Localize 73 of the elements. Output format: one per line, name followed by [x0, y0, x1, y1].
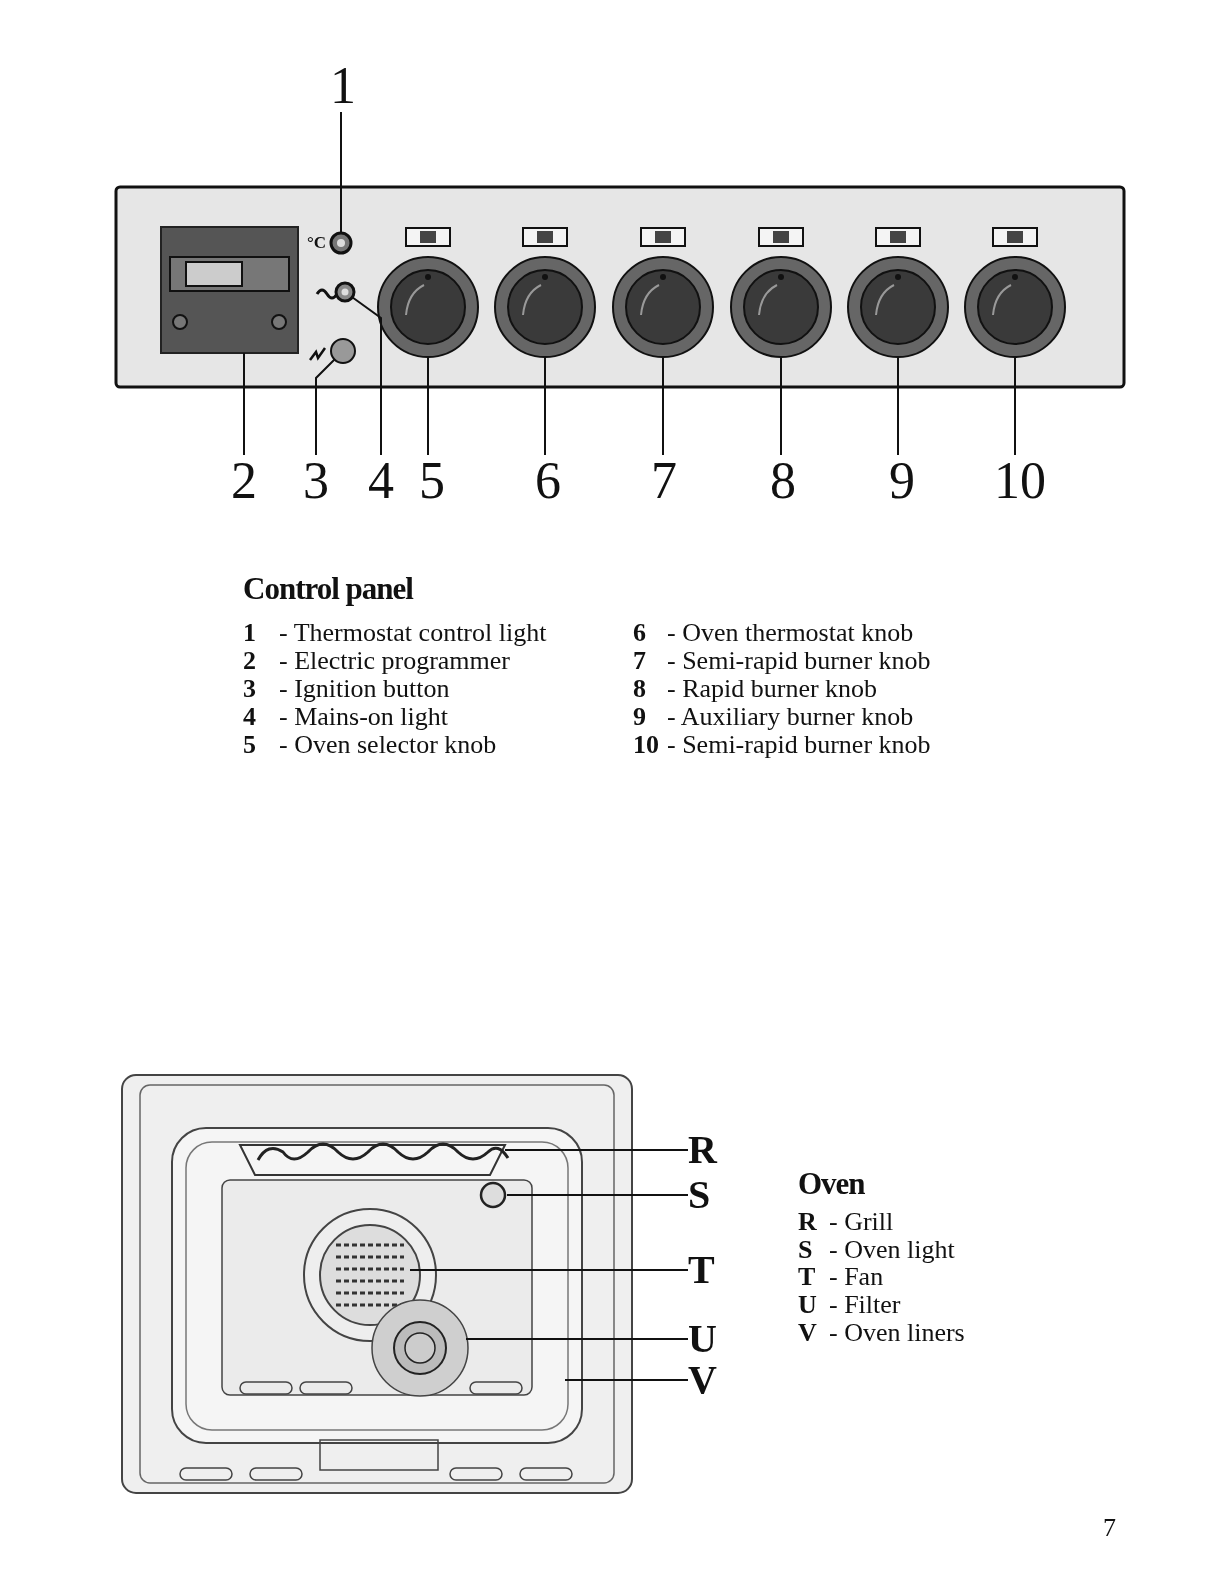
item-description: - Auxiliary burner knob	[667, 704, 914, 730]
section-heading: Oven	[798, 1168, 865, 1199]
item-letter: V	[798, 1320, 817, 1346]
section-heading: Control panel	[243, 573, 413, 604]
callout-number: U	[688, 1319, 717, 1359]
item-letter: S	[798, 1237, 813, 1263]
leader-line	[1014, 356, 1016, 456]
item-letter: T	[798, 1264, 816, 1290]
callout-number: 10	[994, 455, 1046, 507]
leader-line	[315, 358, 336, 456]
page-number: 7	[1103, 1515, 1116, 1541]
leader-line	[544, 356, 546, 456]
leader-line	[465, 1338, 689, 1340]
leader-line	[564, 1379, 689, 1381]
control-knob	[612, 256, 714, 358]
item-description: - Filter	[829, 1292, 901, 1318]
leader-line	[504, 1149, 689, 1151]
control-knob	[730, 256, 832, 358]
callout-number: 4	[368, 455, 394, 507]
item-description: - Oven light	[829, 1237, 955, 1263]
control-knob	[847, 256, 949, 358]
item-number: 9	[633, 704, 646, 730]
item-description: - Electric programmer	[279, 648, 510, 674]
leader-line	[427, 356, 429, 456]
leader-line	[243, 352, 245, 456]
item-number: 7	[633, 648, 646, 674]
leader-line	[506, 1194, 689, 1196]
unit-symbol: °C	[307, 234, 327, 251]
item-number: 2	[243, 648, 256, 674]
item-description: - Rapid burner knob	[667, 676, 878, 702]
item-description: - Semi-rapid burner knob	[667, 732, 931, 758]
item-description: - Thermostat control light	[279, 620, 547, 646]
leader-line	[897, 356, 899, 456]
item-number: 6	[633, 620, 646, 646]
callout-number: 1	[330, 60, 356, 112]
callout-number: 8	[770, 455, 796, 507]
control-knob	[964, 256, 1066, 358]
callout-number: S	[688, 1175, 711, 1215]
item-number: 5	[243, 732, 256, 758]
indicator-light	[334, 281, 356, 303]
item-number: 10	[633, 732, 659, 758]
leader-line	[409, 1269, 689, 1271]
callout-number: R	[688, 1130, 717, 1170]
control-knob	[494, 256, 596, 358]
item-description: - Fan	[829, 1264, 884, 1290]
item-number: 3	[243, 676, 256, 702]
item-number: 4	[243, 704, 256, 730]
callout-number: 6	[535, 455, 561, 507]
item-description: - Oven liners	[829, 1320, 965, 1346]
item-description: - Mains-on light	[279, 704, 448, 730]
leader-line	[662, 356, 664, 456]
item-letter: R	[798, 1209, 817, 1235]
callout-number: 7	[651, 455, 677, 507]
item-description: - Grill	[829, 1209, 894, 1235]
callout-number: V	[688, 1360, 717, 1400]
callout-number: 9	[889, 455, 915, 507]
item-number: 1	[243, 620, 256, 646]
item-number: 8	[633, 676, 646, 702]
item-description: - Semi-rapid burner knob	[667, 648, 931, 674]
leader-line	[780, 356, 782, 456]
control-knob	[377, 256, 479, 358]
leader-line	[351, 296, 382, 456]
item-description: - Oven thermostat knob	[667, 620, 914, 646]
leader-line	[340, 111, 342, 234]
item-description: - Oven selector knob	[279, 732, 497, 758]
programmer-panel	[160, 226, 299, 354]
callout-number: 2	[231, 455, 257, 507]
indicator-light	[329, 231, 353, 255]
item-letter: U	[798, 1292, 817, 1318]
item-description: - Ignition button	[279, 676, 450, 702]
callout-number: 3	[303, 455, 329, 507]
callout-number: 5	[419, 455, 445, 507]
callout-number: T	[688, 1250, 715, 1290]
